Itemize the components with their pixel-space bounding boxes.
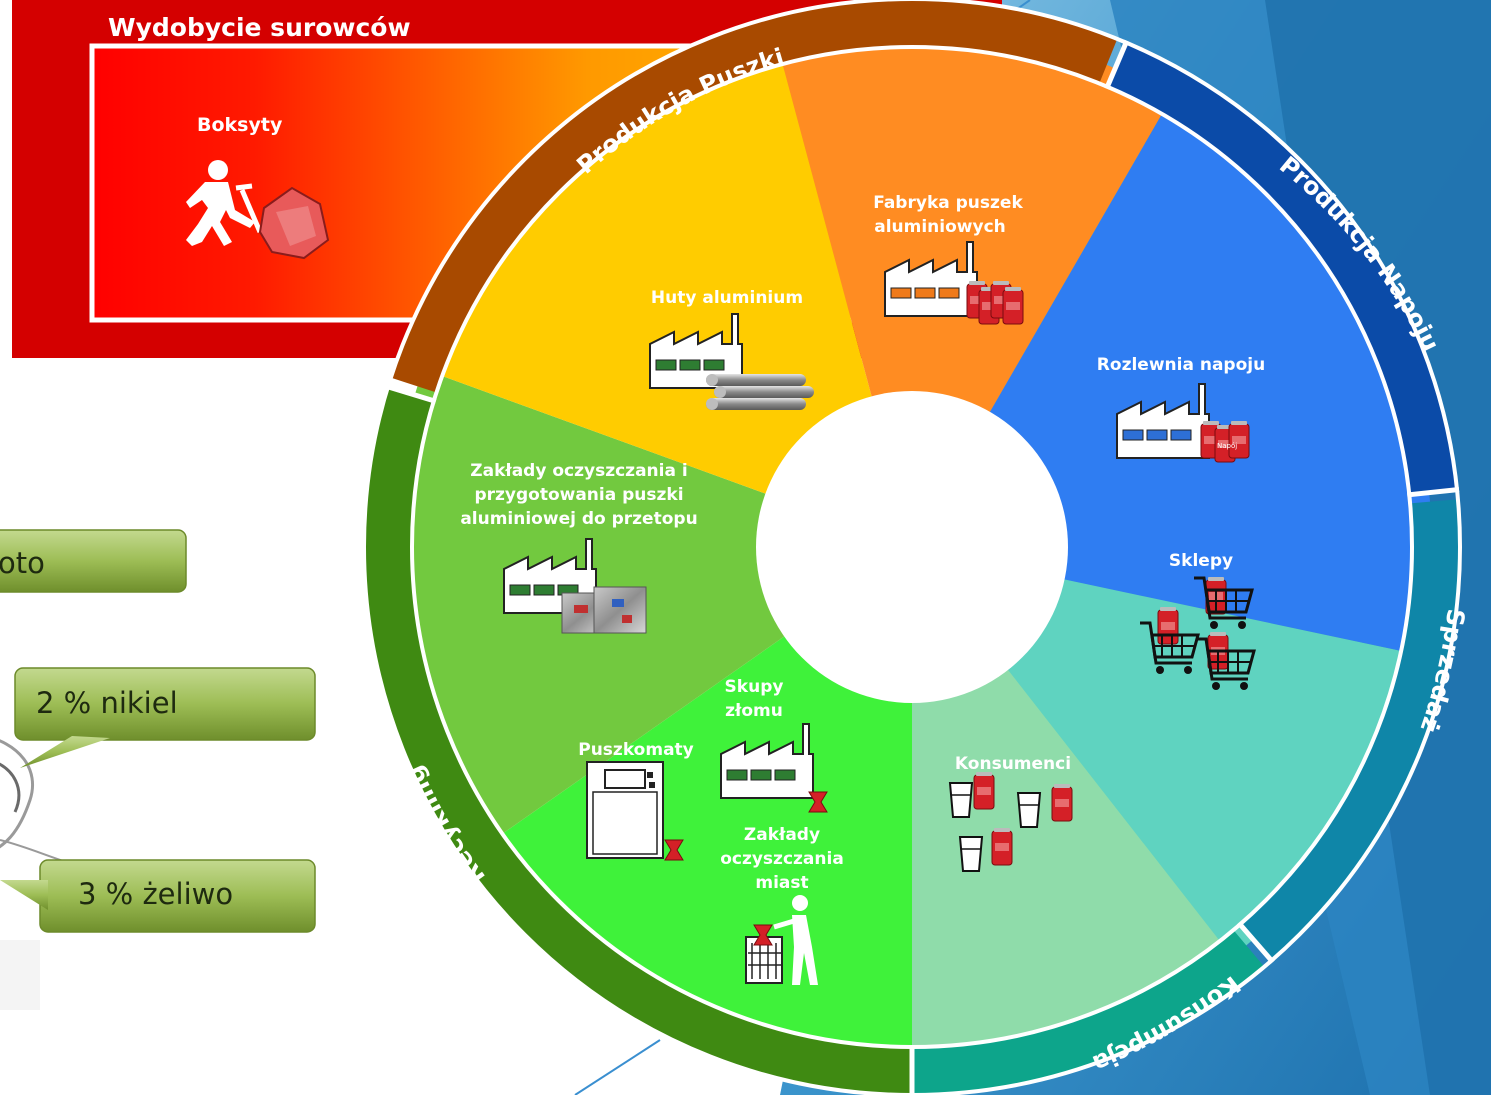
ring-inner-outline [410, 45, 1414, 1049]
miner-with-ore-icon [186, 160, 330, 260]
callout-bubble-iron: 3 % żeliwo [0, 859, 316, 933]
ring-segment-sales [1240, 499, 1460, 961]
ring-segment-production-drink [1107, 42, 1457, 495]
can-factory-label-line1: Fabryka puszek [873, 193, 1023, 213]
sector-smelters [423, 44, 912, 548]
sector-prep [391, 369, 912, 846]
prep-plant-label-line3: aluminiowej do przetopu [460, 509, 697, 529]
prep-plant-factory-icon [503, 538, 647, 634]
callout-top-text: oto [0, 546, 45, 580]
city-cleaning-label-line2: oczyszczania [720, 849, 844, 869]
ring-separator [1236, 921, 1275, 964]
callout-bubble-nickel: 2 % nikiel [14, 667, 316, 768]
bauxite-label: Boksyty [197, 114, 283, 136]
prep-plant-label-line2: przygotowania puszki [474, 485, 683, 505]
center-hole [756, 391, 1068, 703]
can-print-text: Napój [1217, 442, 1237, 450]
alloy-composition-callouts: oto 2 % nikiel 3 % żeliwo [0, 529, 316, 1010]
can-factory-label-line2: aluminiowych [874, 217, 1006, 237]
scrap-bales-icon [561, 586, 647, 634]
bottling-label: Rozlewnia napoju [1097, 355, 1265, 375]
ring-separator [1407, 487, 1460, 498]
callout-iron-text: 3 % żeliwo [78, 877, 233, 911]
litter-bin-person-icon [745, 895, 818, 985]
ring-outline [362, 0, 1462, 1095]
ring-separator [385, 383, 437, 404]
smelters-label: Huty aluminium [651, 288, 803, 308]
prep-plant-label-line1: Zakłady oczyszczania i [470, 461, 687, 481]
consumers-label: Konsumenci [955, 754, 1071, 774]
callout-nickel-text: 2 % nikiel [36, 686, 178, 720]
bottling-factory-icon: Napój [1116, 383, 1250, 463]
callout-bubble-top: oto [0, 529, 187, 593]
ring-segment-consumption [912, 930, 1265, 1095]
sector-shops [912, 547, 1421, 1019]
smelter-factory-icon [649, 313, 814, 410]
shops-label: Sklepy [1169, 551, 1233, 571]
raw-materials-title: Wydobycie surowców [108, 13, 411, 42]
scrap-label-line1: Skupy [725, 677, 784, 697]
ring-segment-production-can [390, 0, 1118, 393]
can-machines-label: Puszkomaty [578, 740, 694, 760]
reverse-vending-machine-icon [586, 761, 684, 861]
scrap-label-line2: złomu [725, 701, 783, 721]
cycle-wheel: Produkcja Puszki Produkcja Napoju Sprzed… [362, 0, 1470, 1095]
aluminium-ingots-icon [706, 374, 814, 410]
city-cleaning-label-line3: miast [755, 873, 808, 893]
ring-separator [1104, 39, 1130, 90]
city-cleaning-label-line1: Zakłady [744, 825, 820, 845]
outer-ring [362, 0, 1462, 1095]
